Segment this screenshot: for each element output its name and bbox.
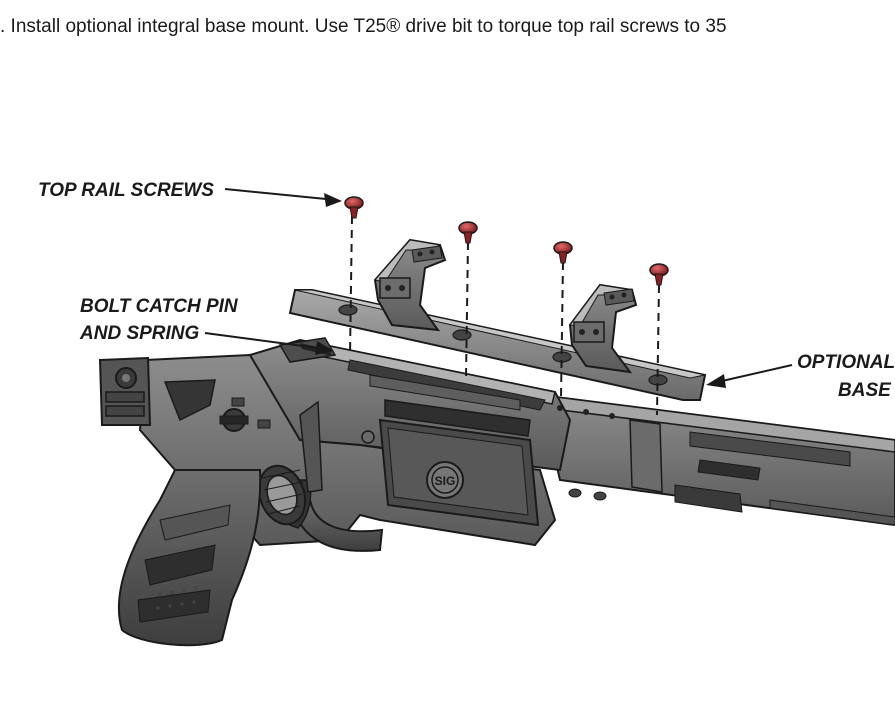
top-rail-screw bbox=[458, 221, 478, 244]
sig-logo: SIG bbox=[426, 461, 464, 499]
top-rail-screw bbox=[649, 263, 669, 286]
leader-optional-base bbox=[706, 364, 793, 388]
pistol-grip bbox=[117, 469, 262, 647]
alignment-lines bbox=[349, 215, 660, 416]
callout-bolt-catch-line1: BOLT CATCH PIN bbox=[80, 296, 239, 317]
leader-bolt-catch bbox=[204, 332, 334, 355]
handguard bbox=[538, 393, 895, 527]
instruction-text: . Install optional integral base mount. … bbox=[0, 16, 727, 37]
top-rail-screw bbox=[344, 196, 364, 219]
callout-optional-line2: BASE bbox=[838, 380, 892, 401]
charging-handle-knob bbox=[257, 464, 307, 526]
leader-top-rail-screws bbox=[224, 188, 342, 207]
callout-bolt-catch-line2: AND SPRING bbox=[79, 323, 200, 344]
callout-top-rail-screws: TOP RAIL SCREWS bbox=[38, 180, 214, 201]
top-rail-screw bbox=[553, 241, 573, 264]
callout-optional-line1: OPTIONAL bbox=[797, 352, 895, 373]
optional-base-mount bbox=[288, 238, 707, 401]
sig-logo-text: SIG bbox=[435, 474, 456, 488]
